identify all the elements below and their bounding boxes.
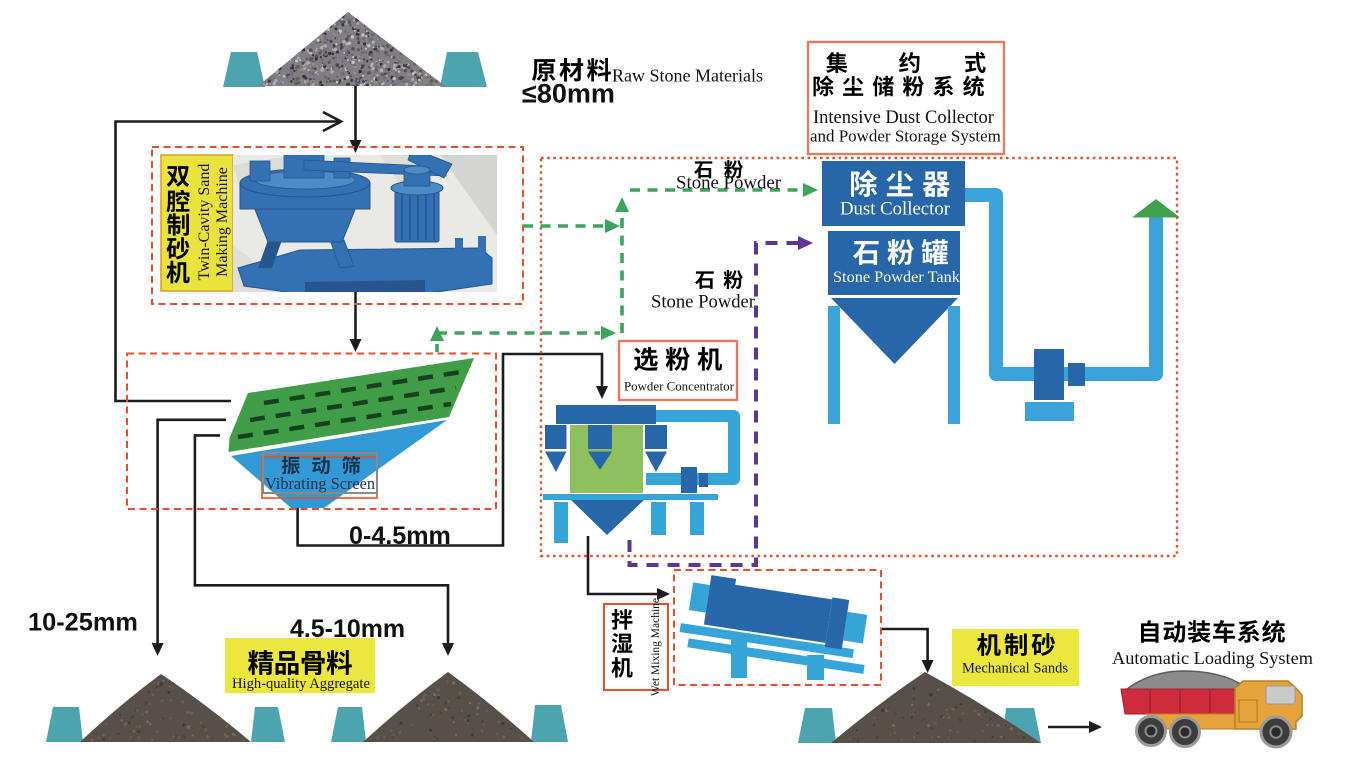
svg-text:Stone Powder: Stone Powder bbox=[676, 173, 782, 194]
svg-text:Stone Powder Tank: Stone Powder Tank bbox=[833, 267, 961, 286]
svg-text:Automatic Loading System: Automatic Loading System bbox=[1112, 648, 1313, 668]
svg-text:≤80mm: ≤80mm bbox=[522, 79, 615, 109]
svg-text:Stone Powder: Stone Powder bbox=[651, 292, 756, 313]
svg-text:Vibrating Screen: Vibrating Screen bbox=[265, 474, 375, 493]
svg-text:Powder Concentrator: Powder Concentrator bbox=[624, 380, 735, 394]
svg-text:Intensive Dust Collector: Intensive Dust Collector bbox=[813, 108, 994, 128]
svg-text:Raw Stone Materials: Raw Stone Materials bbox=[612, 66, 763, 86]
svg-text:and Powder Storage System: and Powder Storage System bbox=[810, 127, 1001, 146]
svg-text:Twin-Cavity Sand: Twin-Cavity Sand bbox=[196, 164, 213, 281]
svg-text:Wet Mixing Machine: Wet Mixing Machine bbox=[650, 598, 662, 696]
svg-text:Making Machine: Making Machine bbox=[214, 167, 231, 277]
svg-text:10-25mm: 10-25mm bbox=[28, 609, 138, 637]
svg-text:0-4.5mm: 0-4.5mm bbox=[349, 522, 451, 550]
svg-text:Dust Collector: Dust Collector bbox=[840, 199, 951, 220]
svg-text:Mechanical Sands: Mechanical Sands bbox=[962, 661, 1068, 677]
svg-text:High-quality Aggregate: High-quality Aggregate bbox=[232, 676, 370, 692]
